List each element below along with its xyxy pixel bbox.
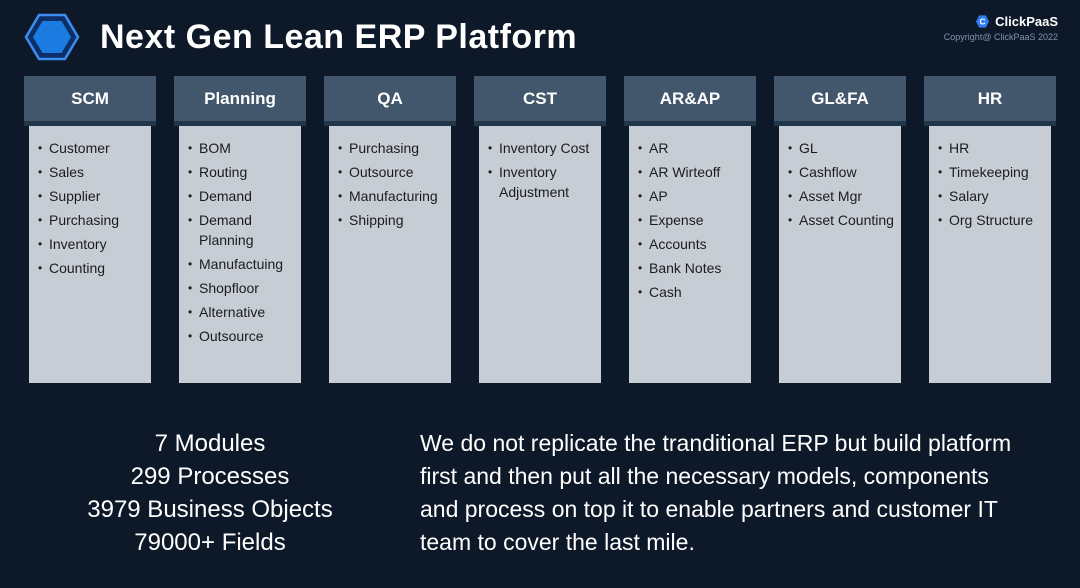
- module-item: Expense: [637, 210, 745, 230]
- module-item: Demand: [187, 186, 295, 206]
- module-item: Inventory Adjustment: [487, 162, 595, 202]
- module-item: Shipping: [337, 210, 445, 230]
- module-items: BOM RoutingDemandDemand PlanningManufactu…: [179, 126, 301, 383]
- module-item: Asset Counting: [787, 210, 895, 230]
- stat-line: 299 Processes: [130, 463, 290, 490]
- page-title: Next Gen Lean ERP Platform: [100, 17, 578, 56]
- module-item: Asset Mgr: [787, 186, 895, 206]
- clickpaas-logo-icon: C: [975, 14, 990, 29]
- stats-block: 7 Modules 299 Processes 3979 Business Obje…: [0, 427, 420, 559]
- bottom-section: 7 Modules 299 Processes 3979 Business Obje…: [0, 427, 1080, 559]
- module-item: Cash: [637, 282, 745, 302]
- module-title: HR: [924, 76, 1056, 126]
- module-item: Manufactuing: [187, 254, 295, 274]
- stat-line: 3979 Business Objects: [87, 496, 333, 523]
- module-column: HR HR TimekeepingSalaryOrg Structure: [924, 76, 1056, 383]
- module-column: AR&AP AR AR WirteoffAP ExpenseAccountsBank…: [624, 76, 756, 383]
- module-item: Bank Notes: [637, 258, 745, 278]
- svg-text:C: C: [980, 17, 986, 27]
- copyright: Copyright@ ClickPaaS 2022: [943, 32, 1058, 42]
- module-item: Sales: [37, 162, 145, 182]
- module-item: Manufacturing: [337, 186, 445, 206]
- module-item: Inventory: [37, 234, 145, 254]
- module-column: QA PurchasingOutsourceManufacturingShipp…: [324, 76, 456, 383]
- module-item: Customer: [37, 138, 145, 158]
- brand-block: C ClickPaaS Copyright@ ClickPaaS 2022: [944, 12, 1058, 42]
- module-title: AR&AP: [624, 76, 756, 126]
- module-column: SCM CustomerSalesSupplierPurchasingInven…: [24, 76, 156, 383]
- stat-line: 79000+ Fields: [134, 529, 286, 556]
- module-item: AR Wirteoff: [637, 162, 745, 182]
- module-title: CST: [474, 76, 606, 126]
- module-item: Outsource: [337, 162, 445, 182]
- module-item: Outsource: [187, 326, 295, 346]
- module-item: Alternative: [187, 302, 295, 322]
- module-item: GL: [787, 138, 895, 158]
- hexagon-logo-icon: [24, 12, 80, 62]
- module-item: Salary: [937, 186, 1045, 206]
- module-item: Counting: [37, 258, 145, 278]
- module-column: GL&FA GL CashflowAsset MgrAsset Counting: [774, 76, 906, 383]
- module-item: Inventory Cost: [487, 138, 595, 158]
- module-items: Inventory CostInventory Adjustment: [479, 126, 601, 383]
- module-item: Supplier: [37, 186, 145, 206]
- description-text: We do not replicate the tranditional ERP…: [420, 430, 1012, 555]
- module-items: PurchasingOutsourceManufacturingShipping: [329, 126, 451, 383]
- module-item: Purchasing: [37, 210, 145, 230]
- module-title: SCM: [24, 76, 156, 126]
- brand-name: ClickPaaS: [995, 14, 1058, 29]
- module-item: HR: [937, 138, 1045, 158]
- module-item: Accounts: [637, 234, 745, 254]
- module-title: GL&FA: [774, 76, 906, 126]
- module-item: Cashflow: [787, 162, 895, 182]
- module-item: Routing: [187, 162, 295, 182]
- module-item: AR: [637, 138, 745, 158]
- module-item: BOM: [187, 138, 295, 158]
- module-items: HR TimekeepingSalaryOrg Structure: [929, 126, 1051, 383]
- title-wrap: Next Gen Lean ERP Platform: [24, 12, 577, 62]
- module-column: CST Inventory CostInventory Adjustment: [474, 76, 606, 383]
- module-item: Shopfloor: [187, 278, 295, 298]
- module-item: Org Structure: [937, 210, 1045, 230]
- modules-grid: SCM CustomerSalesSupplierPurchasingInven…: [0, 76, 1080, 383]
- module-items: GL CashflowAsset MgrAsset Counting: [779, 126, 901, 383]
- module-item: Demand Planning: [187, 210, 295, 250]
- brand-row: C ClickPaaS: [944, 14, 1058, 29]
- module-title: QA: [324, 76, 456, 126]
- module-column: Planning BOM RoutingDemandDemand Planning…: [174, 76, 306, 383]
- module-items: AR AR WirteoffAP ExpenseAccountsBank Notes…: [629, 126, 751, 383]
- module-items: CustomerSalesSupplierPurchasingInventory…: [29, 126, 151, 383]
- header: Next Gen Lean ERP Platform C ClickPaaS C…: [0, 0, 1080, 72]
- module-item: AP: [637, 186, 745, 206]
- module-title: Planning: [174, 76, 306, 126]
- stat-line: 7 Modules: [154, 430, 266, 457]
- module-item: Timekeeping: [937, 162, 1045, 182]
- module-item: Purchasing: [337, 138, 445, 158]
